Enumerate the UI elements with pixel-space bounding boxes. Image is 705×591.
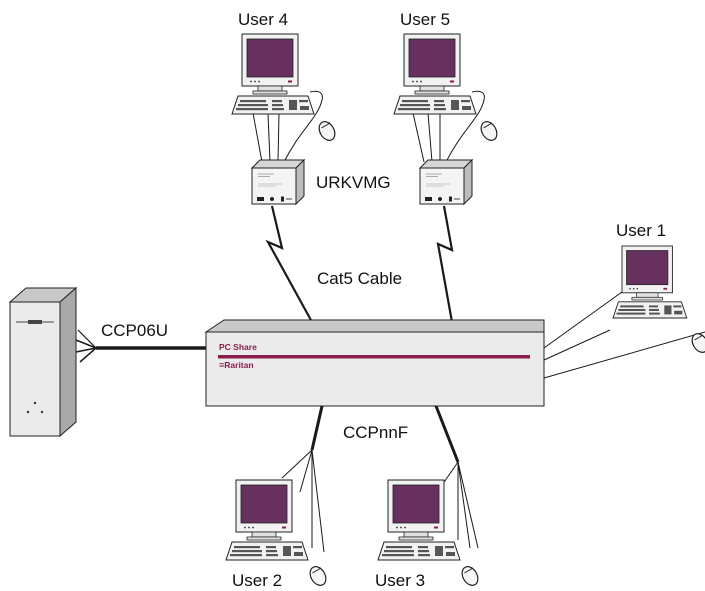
ccp06u-cable	[75, 329, 206, 363]
label-user2: User 2	[232, 571, 283, 590]
ccpnnf-cable-left	[281, 405, 325, 553]
label-user5: User 5	[400, 10, 451, 29]
user4-workstation-icon	[231, 33, 315, 115]
user5-workstation-icon	[393, 33, 477, 115]
label-ccpnnf: CCPnnF	[343, 423, 409, 442]
user2-workstation-icon	[225, 479, 309, 561]
user1-workstation-icon	[612, 245, 688, 319]
cat5-cable-right	[436, 205, 454, 323]
raritan-logo-icon: ≡	[219, 360, 225, 370]
user1-mouse-icon	[688, 330, 705, 356]
switch-brand-text: Raritan	[224, 360, 254, 370]
urkvmg-station-left-icon	[251, 159, 305, 205]
label-ccp06u: CCP06U	[101, 321, 169, 340]
switch-brand-label: ≡Raritan	[219, 361, 254, 370]
cable-user4-to-station	[252, 90, 323, 163]
user4-mouse-icon	[315, 118, 339, 144]
label-user3: User 3	[375, 571, 426, 590]
label-user4: User 4	[238, 10, 289, 29]
user3-mouse-icon	[458, 563, 482, 589]
label-user1: User 1	[616, 221, 667, 240]
user5-mouse-icon	[477, 118, 501, 144]
kvm-switch-icon	[204, 319, 545, 407]
user3-workstation-icon	[377, 479, 461, 561]
tower-server-icon	[8, 286, 78, 438]
cable-switch-to-user1	[543, 291, 705, 379]
label-urkvmg: URKVMG	[316, 173, 391, 192]
switch-product-label: PC Share	[219, 342, 257, 352]
label-cat5-cable: Cat5 Cable	[317, 269, 403, 288]
user2-mouse-icon	[306, 563, 330, 589]
urkvmg-station-right-icon	[419, 159, 473, 205]
cable-user5-to-station	[412, 90, 485, 163]
cat5-cable-left	[265, 205, 313, 323]
